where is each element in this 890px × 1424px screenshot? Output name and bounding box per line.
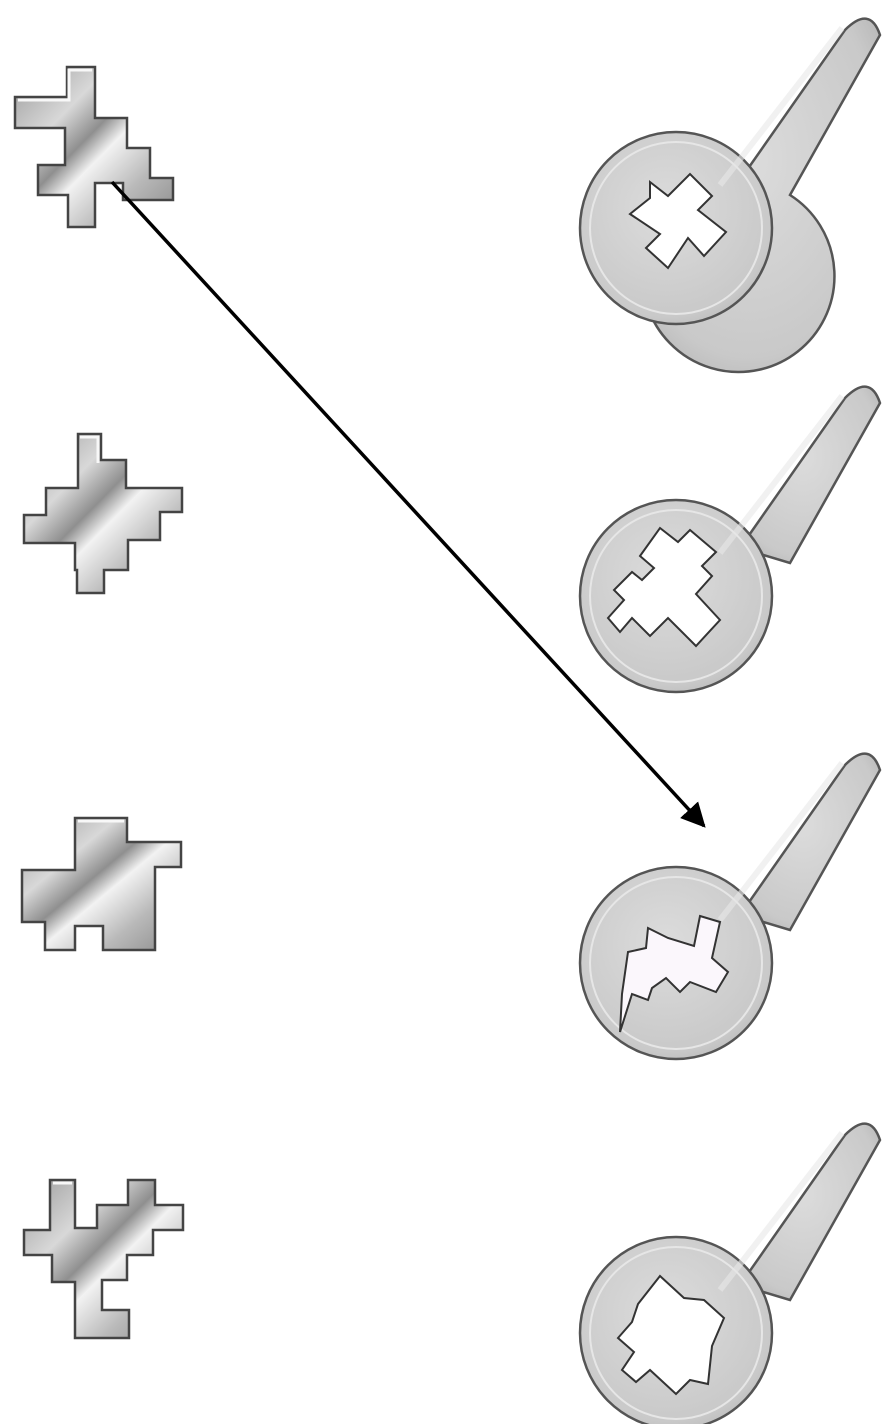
piece-1[interactable] <box>13 65 175 229</box>
key-3-cutout <box>619 914 730 1033</box>
piece-3[interactable] <box>20 816 183 952</box>
key-4[interactable] <box>578 1122 882 1424</box>
key-4-cutout <box>616 1274 726 1396</box>
piece-2[interactable] <box>22 432 184 595</box>
key-2-cutout <box>606 526 722 648</box>
match-arrow <box>110 180 706 828</box>
key-1[interactable] <box>578 17 882 374</box>
key-1-cutout <box>628 172 728 270</box>
key-3[interactable] <box>578 752 882 1061</box>
key-2[interactable] <box>578 385 882 694</box>
piece-4[interactable] <box>22 1178 185 1340</box>
